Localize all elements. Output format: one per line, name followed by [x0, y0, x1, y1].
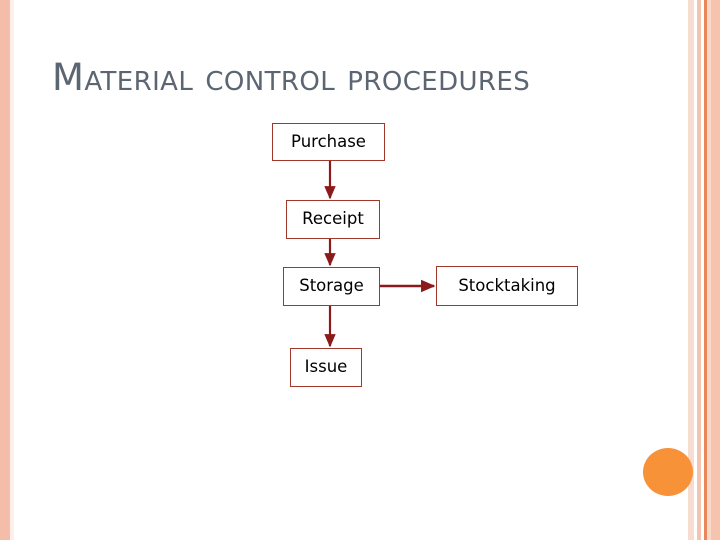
right-border-stripe-1 [688, 0, 694, 540]
flowchart-node-receipt[interactable]: Receipt [286, 200, 380, 239]
flowchart-node-issue[interactable]: Issue [290, 348, 362, 387]
accent-circle-decoration [643, 448, 693, 496]
right-border-stripe-2 [694, 0, 697, 540]
left-border-stripe-inner [10, 0, 14, 540]
right-border-stripe-6 [707, 0, 711, 540]
flowchart-node-purchase[interactable]: Purchase [272, 123, 385, 161]
right-border-stripe-3 [697, 0, 701, 540]
right-border-stripe-4 [701, 0, 704, 540]
right-border-stripe-7 [711, 0, 720, 540]
flowchart-node-storage[interactable]: Storage [283, 267, 380, 306]
page-title: Material control procedures [52, 56, 531, 99]
left-border-stripe-outer [0, 0, 10, 540]
right-border-stripe-5 [704, 0, 707, 540]
flowchart-node-stocktaking[interactable]: Stocktaking [436, 266, 578, 306]
